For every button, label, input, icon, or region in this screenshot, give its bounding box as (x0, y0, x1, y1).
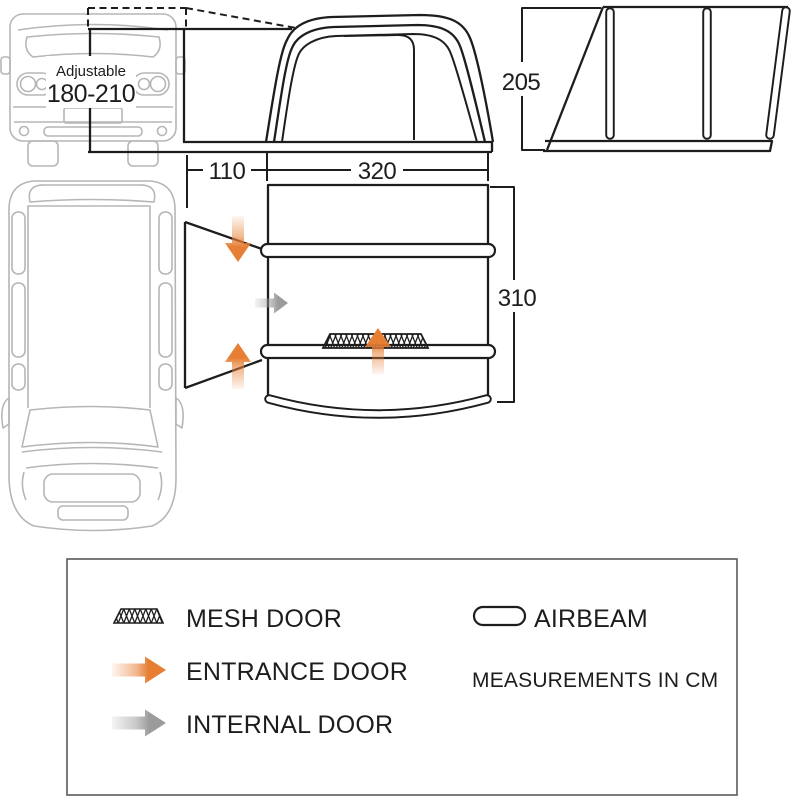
van-top-left-window-2 (11, 282, 26, 358)
airbeam-label: AIRBEAM (534, 605, 648, 633)
van-front-left-fog-light (18, 125, 30, 137)
mesh-door-icon (112, 608, 165, 624)
adjustable-range-value: 180-210 (47, 80, 135, 108)
van-top-rear-band (28, 184, 156, 203)
van-front-left-wheel (27, 140, 59, 167)
van-top-right-window-2 (158, 282, 173, 358)
internal-door-icon (112, 709, 166, 737)
awning-front-view: Adjustable 180-210 (46, 13, 495, 154)
van-top-right-window-3 (158, 363, 173, 391)
van-top-hood-line-1 (21, 446, 163, 453)
van-top-left-mirror (1, 397, 10, 429)
airbeam-arch-inner (281, 33, 478, 143)
internal-door-arrow-icon (255, 292, 288, 314)
van-front-windshield (25, 32, 161, 58)
van-top-roof-outline (27, 205, 151, 408)
mesh-door-label: MESH DOOR (186, 605, 342, 633)
van-front-roof-line (17, 23, 169, 31)
plan-airbeam-curved-front-inner (266, 396, 490, 417)
van-front-left-mirror (0, 56, 11, 75)
side-front-slope (545, 6, 605, 151)
tunnel-bottom-slant (184, 358, 263, 390)
height-value: 205 (502, 69, 541, 96)
legend: MESH DOOR ENTRANCE DOOR INTERNAL DOOR AI… (66, 558, 738, 796)
plan-airbeam-bar-1 (259, 242, 497, 259)
measurements-note: MEASUREMENTS IN CM (472, 669, 718, 692)
depth-value: 310 (498, 285, 537, 312)
van-top-bumper-left-curve (21, 471, 27, 501)
airbeam-arch-middle (272, 23, 487, 143)
base-bar-top-line (183, 140, 494, 152)
van-front-right-headlight-outer (149, 75, 167, 93)
side-airbeam-pole-rear-inner (767, 8, 789, 138)
entrance-door-label: ENTRANCE DOOR (186, 658, 408, 686)
van-top-hood-line-2 (25, 462, 159, 469)
van-top-bumper-right-curve (157, 471, 163, 501)
dim-205-backing (498, 62, 544, 96)
side-ground-bar (543, 139, 774, 153)
dashed-diagonal (185, 7, 297, 29)
entrance-door-arrow-down-icon (225, 216, 251, 262)
width-dimension: 110 320 (186, 152, 489, 208)
dim-320-backing (351, 157, 403, 183)
dim-110-backing (203, 157, 251, 183)
van-front-right-headlight-inner (137, 77, 151, 91)
van-front-right-fog-light (156, 125, 168, 137)
connecting-tunnel (183, 220, 263, 390)
van-front-left-headlight-outer (19, 75, 37, 93)
van-top-body-outline (8, 180, 177, 532)
front-door-outline (343, 34, 415, 140)
roof-connection-dashed-lines (87, 7, 297, 29)
van-front-body-outline (9, 13, 177, 142)
adjustable-label: Adjustable (56, 63, 126, 80)
dim-310-backing (493, 280, 541, 312)
airbeam-arch-outer (264, 13, 495, 143)
entrance-door-icon (112, 656, 166, 684)
van-front-left-headlight-inner (35, 77, 49, 91)
airbeam-icon (472, 605, 527, 627)
van-top-left-window-3 (11, 363, 26, 391)
plan-outline (266, 183, 490, 398)
awning-plan-view: 310 (183, 183, 541, 419)
van-top-right-mirror (175, 397, 184, 429)
main-width-value: 320 (358, 158, 397, 185)
side-airbeam-poles (605, 6, 791, 140)
van-front-license-plate (63, 107, 123, 124)
van-front-air-intake (43, 126, 143, 137)
adjustable-text-backing (46, 56, 136, 108)
van-top-windshield (21, 405, 159, 448)
legend-box (66, 558, 738, 796)
van-top-right-window-1 (158, 211, 173, 275)
van-top-front-plate (57, 505, 129, 521)
tunnel-width-value: 110 (209, 158, 246, 185)
internal-door-label: INTERNAL DOOR (186, 711, 393, 739)
van-top-grille-panel (43, 473, 141, 503)
van-front-right-wheel (127, 140, 159, 167)
awning-side-view: 205 (498, 5, 791, 153)
van-top-left-window-1 (11, 211, 26, 275)
tunnel-top-slant (184, 220, 263, 251)
van-top-view (1, 180, 184, 532)
